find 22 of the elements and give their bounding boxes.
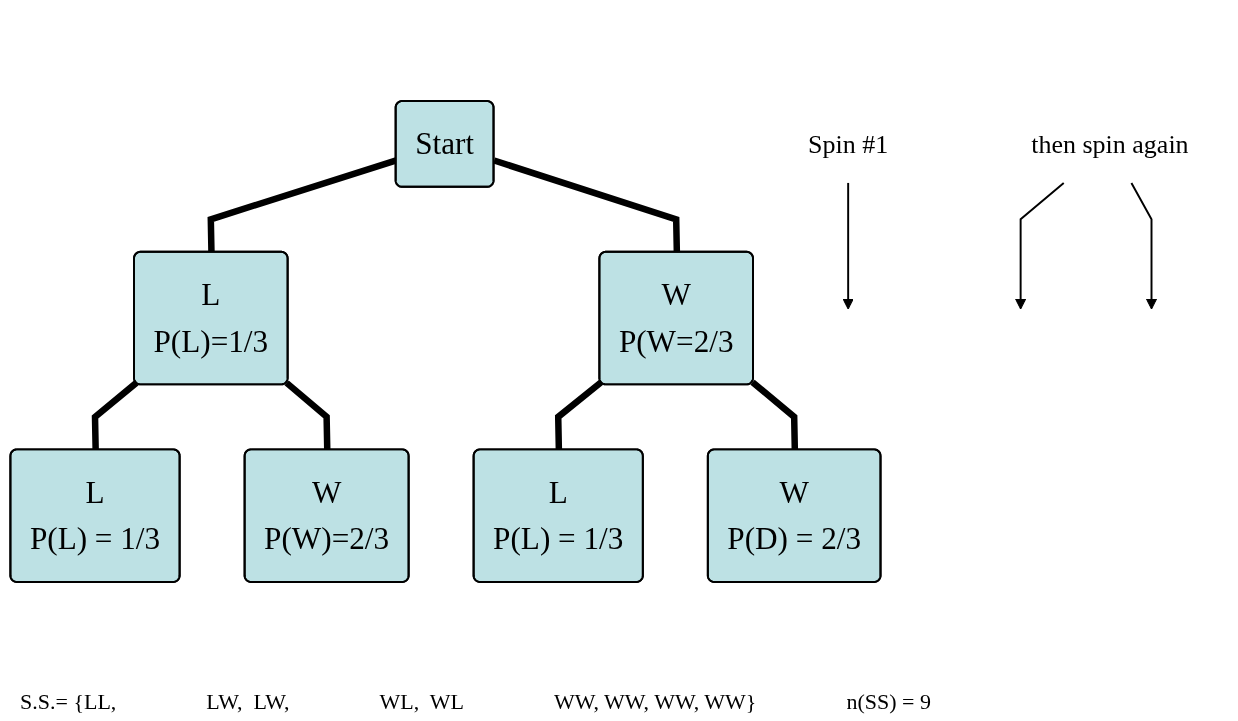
- outcome-box: W P(D) = 2/3: [706, 448, 882, 583]
- note-text: then spin again: [1031, 129, 1189, 159]
- outcome-box: W P(W)=2/3: [243, 448, 410, 583]
- sample-space-text: LW, LW,: [206, 689, 290, 715]
- outcome-box: L P(L)=1/3: [133, 250, 289, 386]
- branch-line: [493, 157, 681, 253]
- outcome-box: L P(L) = 1/3: [472, 448, 644, 583]
- leader-arrow: [1130, 181, 1158, 310]
- branch-line: [91, 380, 139, 451]
- sample-space-text: WL, WL: [379, 689, 464, 715]
- branch-line: [284, 380, 331, 451]
- leader-arrow: [1014, 181, 1065, 310]
- outcome-box: W P(W=2/3: [598, 250, 754, 386]
- sample-space-text: S.S.= {LL,: [20, 689, 117, 715]
- sample-space-text: n(SS) = 9: [846, 689, 931, 715]
- branch-line: [554, 379, 604, 451]
- outcome-box: Start: [394, 100, 495, 188]
- outcome-box: L P(L) = 1/3: [9, 448, 181, 583]
- sample-space-text: WW, WW, WW, WW}: [553, 689, 757, 715]
- leader-arrow: [842, 181, 854, 310]
- branch-line: [750, 379, 799, 451]
- note-text: Spin #1: [808, 129, 889, 159]
